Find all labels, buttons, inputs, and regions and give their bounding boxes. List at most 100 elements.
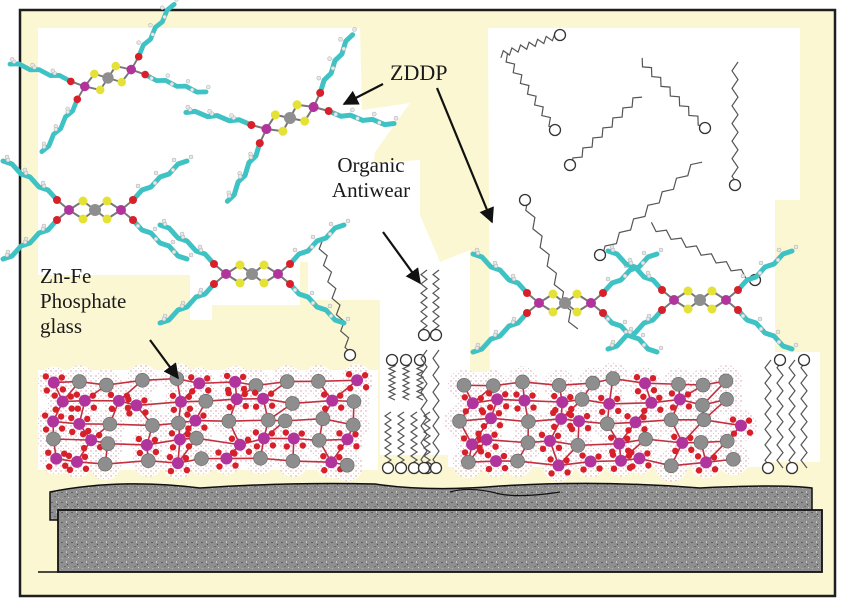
hydrogen-atom: [758, 317, 762, 321]
oxygen-atom: [269, 403, 275, 409]
phosphorus-atom: [639, 377, 651, 389]
oxygen-atom: [253, 404, 259, 410]
zinc-atom: [135, 373, 149, 387]
hydrogen-atom: [659, 346, 663, 350]
chain-head: [431, 463, 442, 474]
oxygen-atom: [80, 431, 86, 437]
oxygen-atom: [492, 443, 498, 449]
zinc-atom: [720, 392, 734, 406]
oxygen-atom: [189, 388, 195, 394]
oxygen-atom: [550, 410, 556, 416]
organic-antiwear-label: Organic Antiwear: [318, 153, 424, 203]
zinc-atom: [170, 372, 184, 386]
phosphorus-atom: [288, 433, 300, 445]
phosphorus-atom: [341, 433, 353, 445]
sulfur-atom: [708, 305, 717, 314]
oxygen-atom: [625, 427, 631, 433]
zinc-atom: [457, 378, 471, 392]
phosphorus-atom: [573, 415, 585, 427]
zinc-atom: [312, 433, 326, 447]
oxygen-atom: [60, 386, 66, 392]
oxygen-atom: [168, 468, 174, 474]
hydrogen-atom: [41, 181, 45, 185]
oxygen-atom: [186, 394, 192, 400]
zinc-atom: [316, 412, 330, 426]
oxygen-atom: [523, 309, 531, 317]
oxygen-atom: [463, 408, 469, 414]
oxygen-atom: [227, 404, 233, 410]
oxygen-atom: [635, 388, 641, 394]
oxygen-atom: [485, 452, 491, 458]
oxygen-atom: [671, 434, 677, 440]
oxygen-atom: [567, 394, 573, 400]
hydrogen-atom: [794, 245, 798, 249]
hydrogen-atom: [610, 343, 614, 347]
oxygen-atom: [75, 405, 81, 411]
oxygen-atom: [478, 395, 484, 401]
phosphorus-atom: [231, 393, 243, 405]
oxygen-atom: [502, 465, 508, 471]
sulfur-atom: [684, 305, 693, 314]
oxygen-atom: [68, 415, 74, 421]
phosphorus-atom: [485, 412, 497, 424]
oxygen-atom: [231, 450, 237, 456]
oxygen-atom: [200, 412, 206, 418]
oxygen-atom: [551, 393, 557, 399]
zinc-atom: [694, 435, 708, 449]
hydrogen-atom: [641, 261, 645, 265]
phosphorus-atom: [258, 432, 270, 444]
phosphorus-atom: [630, 416, 642, 428]
hydrogen-atom: [153, 181, 157, 185]
zinc-atom: [101, 437, 115, 451]
oxygen-atom: [90, 392, 96, 398]
zinc-atom: [559, 297, 571, 309]
oxygen-atom: [81, 445, 87, 451]
oxygen-atom: [44, 387, 50, 393]
hydrogen-atom: [162, 219, 166, 223]
zinc-atom: [694, 294, 706, 306]
oxygen-atom: [66, 453, 72, 459]
hydrogen-atom: [311, 235, 315, 239]
oxygen-atom: [497, 422, 503, 428]
phosphorus-atom: [481, 434, 493, 446]
oxygen-atom: [126, 410, 132, 416]
oxygen-atom: [629, 463, 635, 469]
chain-head: [787, 463, 798, 474]
oxygen-atom: [253, 429, 259, 435]
oxygen-atom: [141, 397, 147, 403]
oxygen-atom: [52, 392, 58, 398]
hydrogen-atom: [172, 158, 176, 162]
chain-head: [730, 180, 741, 191]
phosphorus-atom: [325, 456, 337, 468]
oxygen-atom: [711, 454, 717, 460]
phosphorus-atom: [73, 418, 85, 430]
oxygen-atom: [595, 453, 601, 459]
phosphorus-atom: [57, 396, 69, 408]
oxygen-atom: [598, 395, 604, 401]
steel-substrate: [38, 483, 822, 572]
hydrogen-atom: [610, 245, 614, 249]
oxygen-atom: [672, 448, 678, 454]
chain-head: [565, 160, 576, 171]
chain-head: [595, 250, 606, 261]
oxygen-atom: [167, 454, 173, 460]
oxygen-atom: [650, 375, 656, 381]
oxygen-atom: [685, 391, 691, 397]
hydrogen-atom: [198, 291, 202, 295]
oxygen-atom: [59, 374, 65, 380]
zinc-atom: [720, 434, 734, 448]
oxygen-atom: [615, 408, 621, 414]
zinc-atom: [346, 418, 360, 432]
substrate-block: [58, 510, 822, 572]
oxygen-atom: [129, 196, 137, 204]
oxygen-atom: [142, 409, 148, 415]
oxygen-atom: [486, 390, 492, 396]
zddp-label: ZDDP: [390, 60, 447, 85]
oxygen-atom: [644, 450, 650, 456]
chain-head: [763, 463, 774, 474]
chain-head: [383, 463, 394, 474]
zinc-atom: [246, 268, 258, 280]
phosphorus-atom: [676, 437, 688, 449]
phosphorus-atom: [50, 453, 62, 465]
